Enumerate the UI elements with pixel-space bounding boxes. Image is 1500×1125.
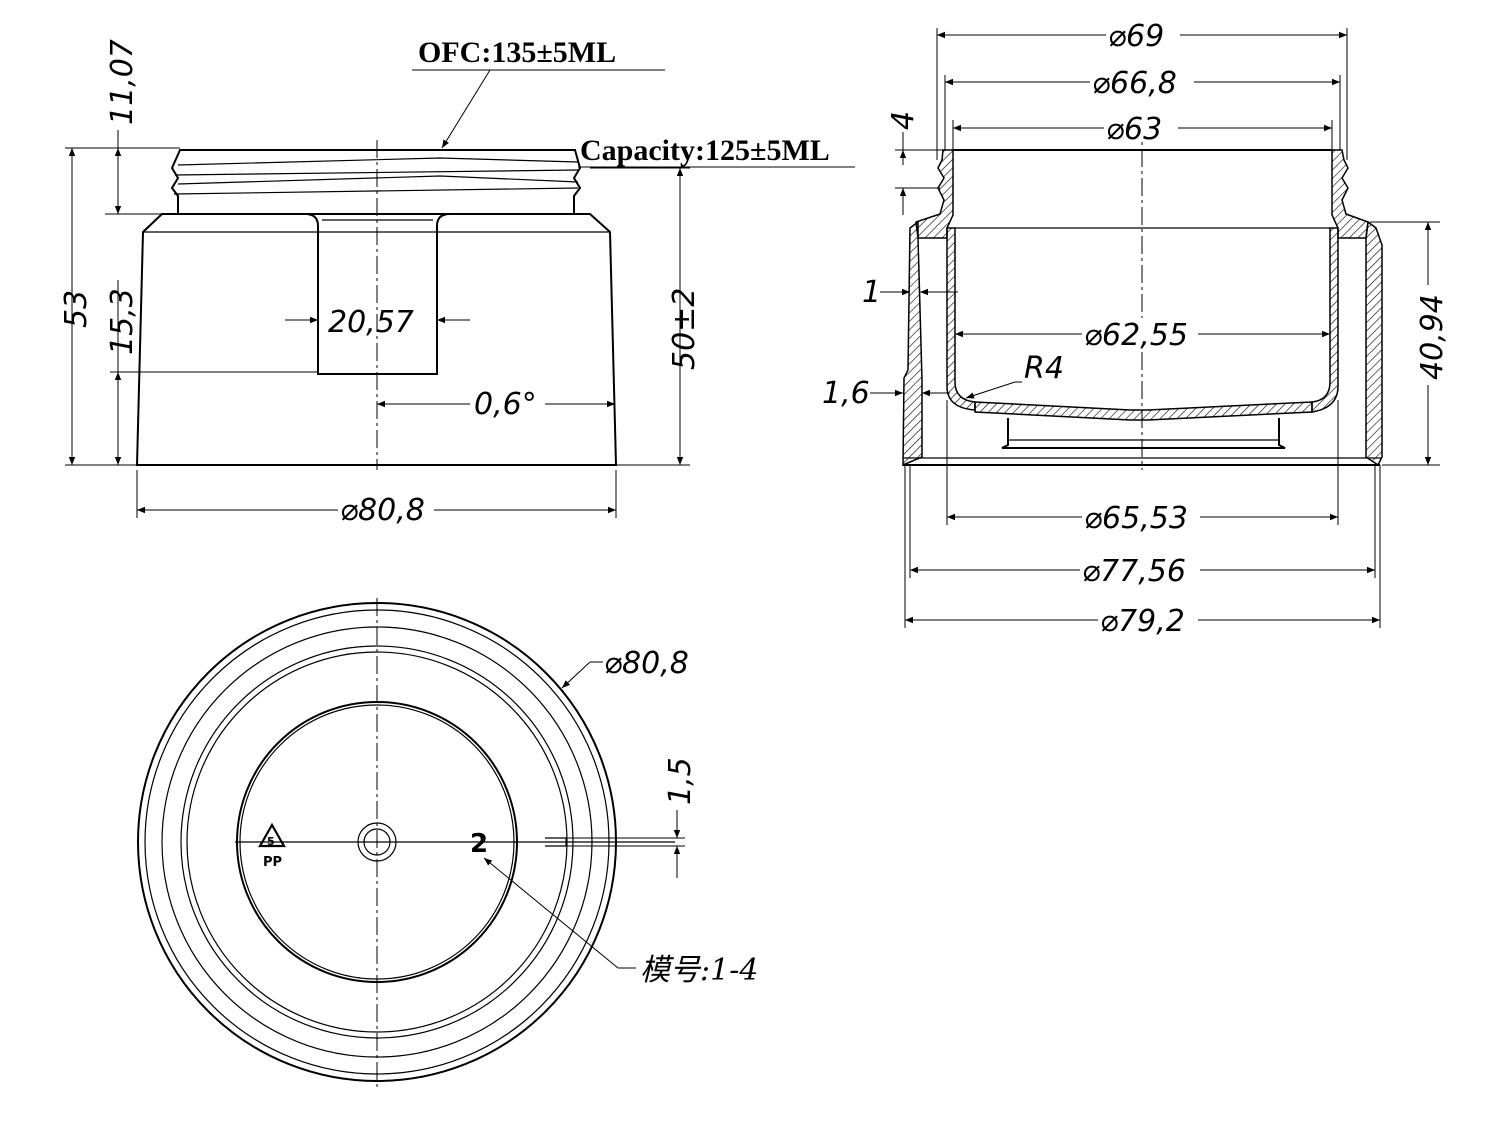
dim-radius: R4: [1024, 351, 1064, 386]
dim-notch: 1,5: [663, 757, 698, 805]
front-view: 11,07 53 15,3 20,57 0,6° 50±2 ⌀80,8: [59, 36, 855, 528]
dim-front-outer-diameter: ⌀80,8: [340, 493, 425, 528]
ofc-note: OFC:135±5ML: [418, 36, 616, 69]
dim-inner-bottom: ⌀65,53: [1084, 501, 1188, 536]
dim-draft-angle: 0,6°: [474, 387, 537, 422]
dim-top-outer: ⌀69: [1108, 19, 1164, 54]
section-right-skirt: [1365, 220, 1383, 467]
section-right-neck-wall: [1331, 149, 1369, 239]
top-view: ⌀80,8 1,5 5 PP 2 模号:1-4: [137, 598, 758, 1088]
section-view: ⌀69 ⌀66,8 ⌀63 4 1 ⌀62,55 R4: [822, 18, 1450, 639]
thread-line-3: [177, 175, 579, 185]
dim-top-inner: ⌀63: [1106, 112, 1162, 147]
dim-body-height: 50±2: [667, 288, 702, 370]
dim-thread-height: 11,07: [105, 39, 140, 125]
dim-window-height: 15,3: [105, 288, 140, 355]
thread-line-4: [173, 187, 579, 195]
dim-inner-diameter: ⌀62,55: [1084, 318, 1188, 353]
thread-line-1: [177, 157, 579, 166]
ofc-leader: [441, 69, 491, 149]
recycle-code: 5: [267, 835, 275, 848]
capacity-note: Capacity:125±5ML: [580, 134, 830, 167]
dim-neck-height: 4: [886, 111, 921, 130]
cavity-number: 2: [470, 829, 488, 859]
dim-skirt-height: 40,94: [1415, 294, 1450, 380]
section-left-cup-wall: [946, 227, 976, 411]
mold-note: 模号:1-4: [640, 953, 758, 988]
dim-base-wall: 1,6: [822, 376, 870, 411]
section-left-neck-wall: [915, 149, 954, 239]
dim-top-outer-diameter: ⌀80,8: [604, 646, 689, 681]
section-left-skirt: [902, 220, 923, 467]
recycle-material: PP: [263, 855, 282, 870]
dim-wall: 1: [862, 275, 881, 310]
dim-skirt-outer: ⌀79,2: [1100, 604, 1185, 639]
dim-thread-diameter: ⌀66,8: [1092, 66, 1177, 101]
dim-total-height: 53: [59, 290, 94, 328]
section-right-cup-wall: [1311, 227, 1339, 413]
recycle-pp-icon: 5 PP: [258, 822, 286, 870]
dim-skirt-inner: ⌀77,56: [1082, 554, 1186, 589]
section-foot-ring: [1001, 418, 1286, 449]
dim-window-width: 20,57: [328, 305, 414, 340]
section-cup-bottom: [974, 401, 1313, 421]
